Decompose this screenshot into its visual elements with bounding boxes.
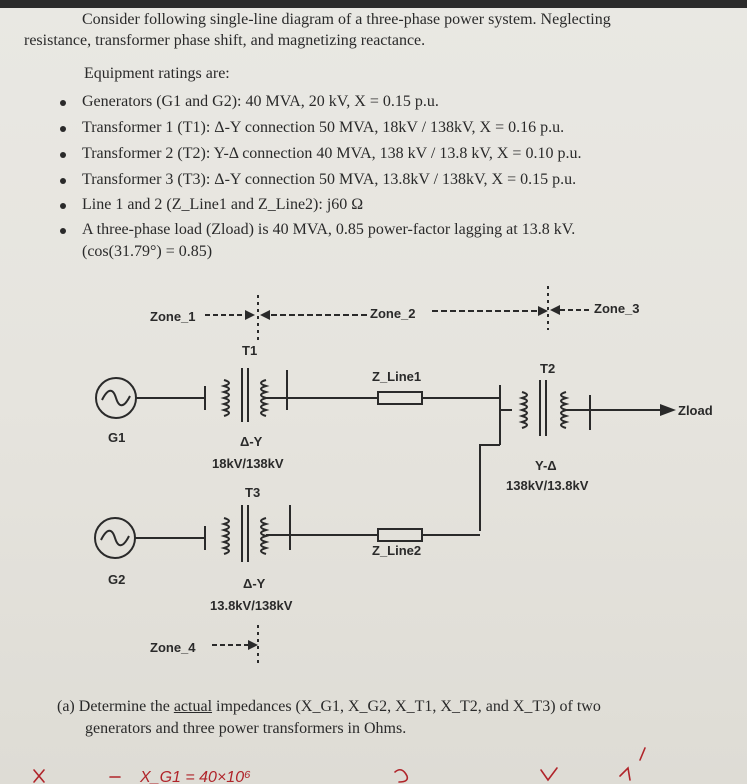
question-a-line-1: (a) Determine the actual impedances (X_G… <box>57 697 601 717</box>
ink-x-mark <box>33 769 45 783</box>
t3-rating-label: 13.8kV/138kV <box>210 598 293 613</box>
rating-generators: Generators (G1 and G2): 40 MVA, 20 kV, X… <box>82 93 439 110</box>
ink-brace <box>394 768 409 783</box>
t1-label: T1 <box>242 343 257 358</box>
question-a-post: impedances (X_G1, X_G2, X_T1, X_T2, and … <box>212 698 601 715</box>
handwriting-text: X_G1 = 40×10⁶ <box>139 769 251 784</box>
t3-conn-label: Δ-Y <box>243 576 266 591</box>
ink-tick-right <box>639 747 646 761</box>
zone1-label: Zone_1 <box>150 309 196 324</box>
g2-label: G2 <box>108 572 125 587</box>
zline1-label: Z_Line1 <box>372 369 421 384</box>
t1-primary-coil <box>220 379 230 417</box>
rating-cos-note: (cos(31.79°) = 0.85) <box>82 243 213 260</box>
rating-transformer-1: Transformer 1 (T1): Δ-Y connection 50 MV… <box>82 119 565 136</box>
zload-label: Zload <box>678 403 713 418</box>
zline1-box <box>377 391 423 405</box>
g1-sine <box>101 389 131 407</box>
zone2-right-arrowhead <box>538 306 548 316</box>
g2-sine <box>100 529 130 547</box>
zone2-left-arrowhead <box>260 310 270 320</box>
t3-primary-coil <box>220 517 230 555</box>
line2-riser <box>479 444 500 531</box>
t3-secondary-coil <box>260 517 270 555</box>
ink-mark-right <box>619 766 631 781</box>
rating-lines: Line 1 and 2 (Z_Line1 and Z_Line2): j60 … <box>82 196 364 213</box>
zone3-arrowhead <box>550 305 560 315</box>
ink-v-mark <box>540 767 558 782</box>
t2-conn-label: Y-Δ <box>535 458 557 473</box>
zline2-box <box>377 528 423 542</box>
bullet <box>60 152 66 158</box>
zline2-label: Z_Line2 <box>372 543 421 558</box>
bullet <box>60 100 66 106</box>
zone1-arrowhead <box>245 310 255 320</box>
handwritten-notes: X_G1 = 40×10⁶ <box>33 747 646 784</box>
rating-load: A three-phase load (Zload) is 40 MVA, 0.… <box>82 221 576 238</box>
rating-transformer-2: Transformer 2 (T2): Y-Δ connection 40 MV… <box>82 145 582 162</box>
bullet <box>60 126 66 132</box>
bullet <box>60 228 66 234</box>
g1-label: G1 <box>108 430 125 445</box>
zone2-label: Zone_2 <box>370 306 416 321</box>
question-a-pre: (a) Determine the <box>57 698 174 715</box>
t2-secondary-coil <box>560 391 570 429</box>
t1-rating-label: 18kV/138kV <box>212 456 284 471</box>
t2-rating-label: 138kV/13.8kV <box>506 478 589 493</box>
intro-line-2: resistance, transformer phase shift, and… <box>24 32 426 49</box>
question-a-line-2: generators and three power transformers … <box>85 720 407 737</box>
intro-line-1: Consider following single-line diagram o… <box>82 11 611 28</box>
rating-transformer-3: Transformer 3 (T3): Δ-Y connection 50 MV… <box>82 171 577 188</box>
single-line-diagram: Zone_1 Zone_2 Zone_3 Zone_4 T1 T2 T3 G1 … <box>94 286 713 665</box>
zone3-label: Zone_3 <box>594 301 640 316</box>
t2-label: T2 <box>540 361 555 376</box>
t3-label: T3 <box>245 485 260 500</box>
load-arrowhead <box>660 404 676 416</box>
ratings-heading: Equipment ratings are: <box>84 65 230 82</box>
t2-primary-coil <box>518 391 528 429</box>
top-dark-edge <box>0 0 747 8</box>
zone4-label: Zone_4 <box>150 640 196 655</box>
zone4-arrowhead <box>248 640 258 650</box>
question-a-underlined: actual <box>173 698 213 715</box>
t1-conn-label: Δ-Y <box>240 434 263 449</box>
bullet <box>60 203 66 209</box>
bullet <box>60 178 66 184</box>
t1-secondary-coil <box>260 379 270 417</box>
